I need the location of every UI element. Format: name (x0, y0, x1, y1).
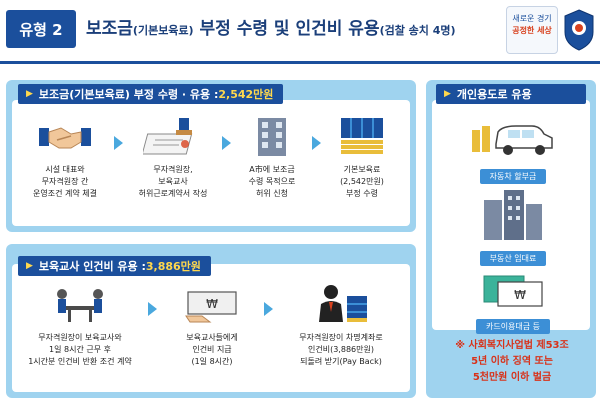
hand-cash-icon: ₩ (185, 291, 237, 323)
section2-inner (12, 264, 410, 392)
apartment-buildings-icon (484, 190, 542, 240)
section1-label: ▶ 보조금(기본보육료) 부정 수령 · 유용 : 2,542만원 (18, 84, 284, 104)
handshake-icon (39, 127, 91, 149)
section3-label: ▶ 개인용도로 유용 (436, 84, 586, 104)
use-real-estate-rent: 부동산 임대료 (436, 186, 590, 266)
section1-label-text: 보조금(기본보육료) 부정 수령 · 유용 : (38, 88, 219, 101)
step-line: 시설 대표와 (45, 165, 85, 174)
section1-amount: 2,542만원 (218, 88, 274, 101)
title-sub: (기본보육료) (132, 24, 194, 37)
real-estate-rent-pill: 부동산 임대료 (479, 251, 547, 266)
flow-arrow-icon (264, 302, 273, 316)
use-car-installment: 자동차 할부금 (436, 108, 590, 184)
step-line: 무자격원장이 보육교사와 (38, 333, 122, 342)
triangle-icon: ▶ (26, 261, 33, 271)
title-main: 보조금 (86, 19, 133, 39)
card-cash-icon: ₩ (483, 275, 543, 307)
step-line: 인건비(3,886만원) (308, 345, 374, 354)
triangle-icon: ▶ (444, 89, 451, 99)
step-line: (1일 8시간) (191, 357, 233, 366)
step-fraud-receipt: 기본보육료 (2,542만원) 부정 수령 (322, 114, 402, 200)
logo-line2: 공정한 세상 (512, 26, 552, 35)
step-line: 무자격원장, (153, 165, 193, 174)
step-line: 기본보육료 (343, 165, 381, 174)
car-with-coins-icon (472, 125, 553, 155)
step-line: 1시간분 인건비 반환 조건 계약 (28, 357, 132, 366)
step-line: 보육교사 (158, 177, 188, 186)
use-card-bill: ₩ 카드이용대금 등 (436, 270, 590, 334)
section3-label-text: 개인용도로 유용 (456, 88, 532, 101)
step-line: 되돌려 받기(Pay Back) (300, 357, 382, 366)
step-line: 부정 수령 (346, 189, 378, 198)
businessman-money-icon (319, 285, 367, 322)
title-rest: 부정 수령 및 인건비 유용 (193, 19, 380, 39)
police-emblem-icon (564, 9, 594, 51)
money-stack-icon (341, 118, 383, 154)
page-header: 유형 2 보조금(기본보육료) 부정 수령 및 인건비 유용(검찰 송치 4명)… (0, 0, 600, 64)
law-line: 5년 이하 징역 또는 (471, 356, 553, 367)
flow-arrow-icon (222, 136, 231, 150)
step-line: 운영조건 계약 체결 (33, 189, 97, 198)
step-line: 허위근로계약서 작성 (138, 189, 208, 198)
step-line: 인건비 지급 (192, 345, 232, 354)
step-line: 무자격원장 간 (41, 177, 89, 186)
step-line: 보육교사들에게 (186, 333, 238, 342)
card-bill-pill: 카드이용대금 등 (475, 319, 551, 334)
law-line: ※ 사회복지사업법 제53조 (455, 340, 569, 351)
step-line: 무자격원장이 차명계좌로 (299, 333, 383, 342)
gyeonggi-logo: 새로운 경기 공정한 세상 (506, 6, 558, 54)
step-payback-contract: 무자격원장이 보육교사와 1일 8시간 근무 후 1시간분 인건비 반환 조건 … (16, 282, 144, 368)
logo-line1: 새로운 경기 (512, 14, 552, 23)
step-fake-contract: 무자격원장, 보육교사 허위근로계약서 작성 (126, 114, 220, 200)
meeting-table-icon (57, 289, 103, 322)
step-pay-salary: ₩ 보육교사들에게 인건비 지급 (1일 8시간) (162, 282, 262, 368)
section2-label-text: 보육교사 인건비 유용 : (38, 260, 146, 273)
city-hall-building-icon (258, 118, 286, 156)
document-stamp-icon (143, 118, 193, 155)
step-line: 1일 8시간 근무 후 (49, 345, 111, 354)
flow-arrow-icon (312, 136, 321, 150)
step-false-application: A市에 보조금 수령 목적으로 허위 신청 (232, 114, 312, 200)
flow-arrow-icon (148, 302, 157, 316)
car-installment-pill: 자동차 할부금 (479, 169, 547, 184)
svg-text:₩: ₩ (206, 297, 218, 311)
step-contract: 시설 대표와 무자격원장 간 운영조건 계약 체결 (20, 114, 110, 200)
section2-amount: 3,886만원 (145, 260, 201, 273)
step-line: (2,542만원) (340, 177, 384, 186)
law-line: 5천만원 이하 벌금 (472, 372, 552, 383)
svg-text:₩: ₩ (514, 288, 526, 302)
page-title: 보조금(기본보육료) 부정 수령 및 인건비 유용(검찰 송치 4명) (86, 14, 456, 39)
step-line: 수령 목적으로 (248, 177, 296, 186)
flow-arrow-icon (114, 136, 123, 150)
section2-label: ▶ 보육교사 인건비 유용 : 3,886만원 (18, 256, 211, 276)
step-line: 허위 신청 (256, 189, 288, 198)
law-notice: ※ 사회복지사업법 제53조 5년 이하 징역 또는 5천만원 이하 벌금 (430, 338, 594, 386)
step-line: A市에 보조금 (249, 165, 295, 174)
triangle-icon: ▶ (26, 89, 33, 99)
type-badge: 유형 2 (6, 10, 76, 48)
step-payback: 무자격원장이 차명계좌로 인건비(3,886만원) 되돌려 받기(Pay Bac… (276, 282, 406, 368)
title-tail: (검찰 송치 4명) (379, 24, 456, 37)
